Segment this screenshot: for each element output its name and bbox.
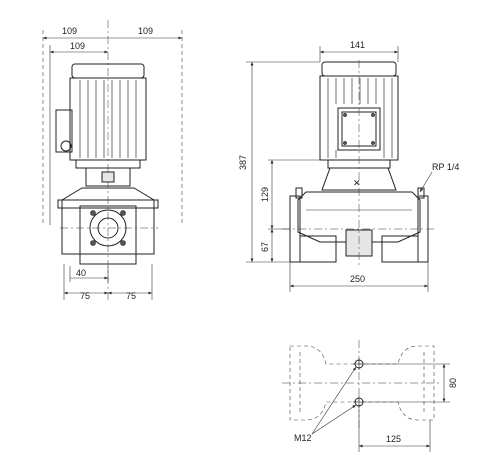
dim-side-141: 141 [350,40,365,50]
dim-bottom-80: 80 [448,378,458,388]
pump-head [321,167,397,191]
outlet-pipe [381,235,419,263]
base-outline [289,345,435,421]
dim-side-387: 387 [238,155,248,170]
dim-front-top-inner: 109 [70,41,85,51]
flange-stud [417,187,425,199]
dim-bottom-125: 125 [386,434,401,444]
front-view: 109 109 109 [42,20,183,301]
flange-stud [295,187,303,199]
dim-front-75-right: 75 [126,291,136,301]
label-m12: M12 [294,433,312,443]
pump-cover [57,199,159,209]
lid-screw [371,141,375,145]
lid-screw [343,141,347,145]
dim-front-top-left: 109 [62,26,77,36]
dim-side-67: 67 [260,242,270,252]
dim-front-75-left: 75 [80,291,90,301]
dim-side-250: 250 [350,274,365,284]
coupling [101,171,115,183]
side-view: 141 ✕ [238,40,459,292]
flange-bolt [120,210,126,216]
inlet-pipe [299,235,337,263]
dim-front-40: 40 [76,268,86,278]
flange-bolt [120,240,126,246]
bottom-view: 80 125 M12 [282,340,458,452]
flange-bolt [90,210,96,216]
flange-bolt [90,240,96,246]
dim-front-top-right: 109 [138,26,153,36]
cable-gland [60,140,72,152]
brand-logo-icon: ✕ [353,178,361,188]
dim-side-129: 129 [260,187,270,202]
terminal-box [55,109,73,153]
pump-base [79,253,137,265]
lid-screw [343,113,347,117]
label-rp-1-4: RP 1/4 [432,162,459,172]
coupling-housing [85,167,131,187]
pump-casing [297,191,421,243]
lid-screw [371,113,375,117]
